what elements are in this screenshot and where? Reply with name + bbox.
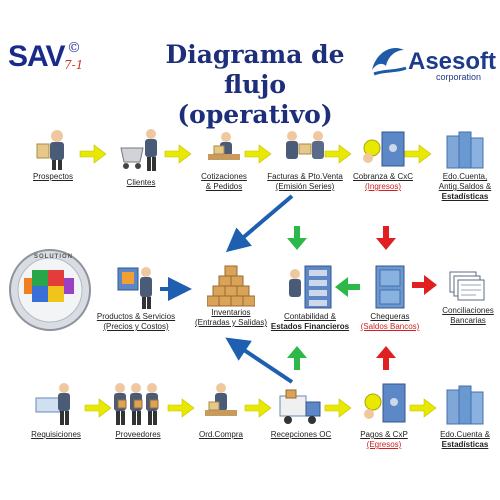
asesoft-logo-text: Asesoft <box>408 48 497 75</box>
label-cobranza-1: Cobranza & CxC <box>352 172 414 181</box>
arrow-green <box>287 226 307 250</box>
label-chequeras-1: Chequeras <box>370 312 410 321</box>
arrow-yellow <box>244 144 272 164</box>
safe-money-icon <box>363 131 405 167</box>
shopping-cart-icon <box>120 129 157 171</box>
label-chequeras-2: (Saldos Bancos) <box>360 322 420 331</box>
label-recepciones: Recepciones OC <box>270 430 332 439</box>
label-edo-cuenta-top-1: Edo.Cuenta, <box>442 172 488 181</box>
solution-badge: SOLUTION <box>8 248 92 337</box>
clipboard-worker-icon <box>35 383 70 425</box>
node-clientes: Clientes <box>106 128 176 188</box>
arrow-red <box>376 226 396 250</box>
label-facturas-1: Facturas & Pto.Venta <box>267 172 343 181</box>
sav-version: 7-1 <box>64 58 84 72</box>
label-edo-cuenta-top-3: Estadísticas <box>441 192 489 201</box>
arrow-yellow <box>404 144 432 164</box>
node-recepciones: Recepciones OC <box>262 380 340 440</box>
solution-text: SOLUTION <box>34 254 73 260</box>
arrow-yellow <box>324 398 352 418</box>
label-pagos-2: (Egresos) <box>366 440 402 449</box>
label-inventarios-2: (Entradas y Salidas) <box>194 318 268 327</box>
cabinet-icon <box>289 265 332 309</box>
label-proveedores: Proveedores <box>115 430 161 439</box>
arrow-yellow <box>409 398 437 418</box>
node-prospectos: Prospectos <box>18 128 88 182</box>
node-contabilidad: Contabilidad & Estados Financieros <box>270 262 350 332</box>
node-pagos: Pagos & CxP (Egresos) <box>348 380 420 450</box>
node-ord-compra: Ord.Compra <box>186 380 256 440</box>
label-clientes: Clientes <box>126 178 156 187</box>
label-requisiciones: Requisiciones <box>31 430 81 439</box>
node-cobranza: Cobranza & CxC (Ingresos) <box>348 128 418 192</box>
node-requisiciones: Requisiciones <box>20 380 92 440</box>
suppliers-icon <box>114 383 159 425</box>
label-ord-compra: Ord.Compra <box>198 430 243 439</box>
arrow-yellow <box>167 398 195 418</box>
label-pagos-1: Pagos & CxP <box>360 430 408 439</box>
asesoft-dolphin-icon <box>372 48 407 76</box>
arrow-yellow <box>164 144 192 164</box>
desk-worker-icon <box>208 132 240 160</box>
node-inventarios: Inventarios (Entradas y Salidas) <box>186 262 276 328</box>
sav-logo: SAV <box>8 40 65 73</box>
servers-icon <box>446 385 484 425</box>
safe-payment-icon <box>364 383 406 423</box>
label-edo-cuenta-bottom-1: Edo.Cuenta & <box>440 430 490 439</box>
node-cotizaciones: Cotizaciones & Pedidos <box>186 128 262 192</box>
invoice-exchange-icon <box>286 131 324 159</box>
arrow-blue <box>225 337 294 384</box>
node-productos: Productos & Servicios (Precios y Costos) <box>96 262 176 332</box>
documents-stack-icon <box>449 271 485 301</box>
title-line-1: Diagrama de flujo <box>165 40 345 99</box>
arrow-yellow <box>84 398 112 418</box>
node-conciliaciones: Conciliaciones Bancarias <box>436 266 500 326</box>
label-prospectos: Prospectos <box>32 172 74 181</box>
label-edo-cuenta-top-2: Antig.Saldos & <box>438 182 492 191</box>
arrow-yellow <box>244 398 272 418</box>
arrow-blue <box>225 194 294 253</box>
node-facturas: Facturas & Pto.Venta (Emisión Series) <box>260 128 350 192</box>
label-inventarios-1: Inventarios <box>211 308 251 317</box>
label-productos-2: (Precios y Costos) <box>103 322 169 331</box>
label-conciliaciones-2: Bancarias <box>450 316 486 325</box>
node-edo-cuenta-top: Edo.Cuenta, Antig.Saldos & Estadísticas <box>430 128 500 202</box>
arrow-green <box>335 277 360 297</box>
label-contabilidad-2: Estados Financieros <box>270 322 350 331</box>
person-icon <box>36 130 64 170</box>
asesoft-logo-subtitle: corporation <box>436 72 482 82</box>
arrow-green <box>287 346 307 370</box>
vault-icon <box>375 265 405 309</box>
arrow-yellow <box>79 144 107 164</box>
node-proveedores: Proveedores <box>100 380 176 440</box>
delivery-truck-icon <box>279 389 321 424</box>
boxes-icon <box>207 265 255 307</box>
title-line-2: (operativo) <box>177 100 333 129</box>
label-edo-cuenta-bottom-2: Estadísticas <box>441 440 489 449</box>
label-cobranza-2: (Ingresos) <box>364 182 401 191</box>
node-chequeras: Chequeras (Saldos Bancos) <box>350 262 430 332</box>
arrow-red <box>376 346 396 370</box>
label-cotizaciones-1: Cotizaciones <box>201 172 247 181</box>
arrow-yellow <box>324 144 352 164</box>
copyright-symbol: © <box>67 40 81 56</box>
puzzle-icon <box>9 249 91 331</box>
servers-icon <box>446 131 484 169</box>
catalog-board-icon <box>117 267 152 309</box>
label-cotizaciones-2: & Pedidos <box>205 182 243 191</box>
label-conciliaciones-1: Conciliaciones <box>442 306 494 315</box>
label-contabilidad-1: Contabilidad & <box>283 312 337 321</box>
arrow-red <box>412 275 437 295</box>
order-clerk-icon <box>205 383 237 416</box>
label-facturas-2: (Emisión Series) <box>275 182 335 191</box>
node-edo-cuenta-bottom: Edo.Cuenta & Estadísticas <box>432 380 498 450</box>
label-productos-1: Productos & Servicios <box>96 312 176 321</box>
page-title: Diagrama de flujo (operativo) <box>150 40 360 130</box>
